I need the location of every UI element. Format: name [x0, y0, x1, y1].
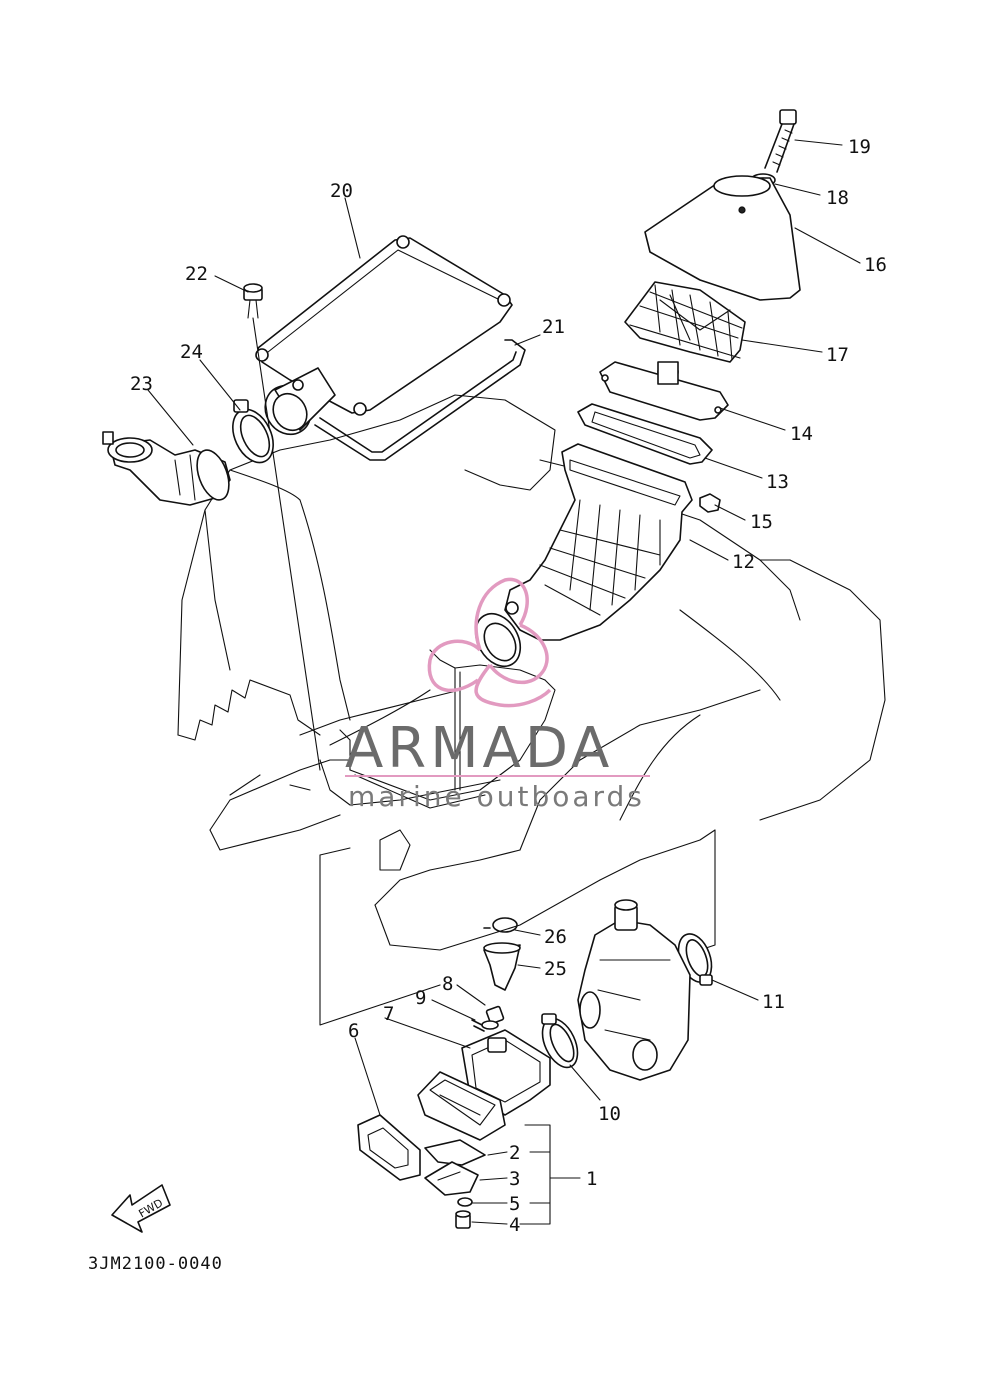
airbox-cover-part: [255, 235, 513, 436]
callout-24: 24: [180, 341, 203, 363]
flange-plate-part-14: [599, 361, 729, 421]
callout-12: 12: [732, 551, 755, 573]
callout-8: 8: [442, 973, 453, 995]
stopper-part-3: [424, 1161, 479, 1196]
cone-cover-part-16: [644, 175, 801, 301]
washer-part-9: [471, 1019, 485, 1032]
callout-13: 13: [766, 471, 789, 493]
armada-watermark: ARMADA marine outboards: [345, 577, 650, 813]
gasket-part-6: [357, 1114, 421, 1181]
callout-3: 3: [509, 1168, 520, 1190]
leader-lines: [147, 139, 861, 1225]
callout-16: 16: [864, 254, 887, 276]
callout-17: 17: [826, 344, 849, 366]
watermark-logo-icon: [427, 577, 552, 708]
reed-block-part: [417, 1071, 506, 1141]
callout-18: 18: [826, 187, 849, 209]
carburetor-part: [577, 899, 691, 1081]
clip-part-26: [483, 917, 518, 933]
diagram-code: 3JM2100-0040: [88, 1254, 223, 1274]
callout-5: 5: [509, 1193, 520, 1215]
gasket-part-13: [577, 403, 713, 465]
bolt-part-22: [243, 283, 321, 771]
screw-part-4: [455, 1210, 471, 1229]
callout-19: 19: [848, 136, 871, 158]
callout-15: 15: [750, 511, 773, 533]
bolt-part-19: [764, 109, 797, 173]
callout-11: 11: [762, 991, 785, 1013]
watermark-tagline: marine outboards: [348, 780, 645, 813]
callout-9: 9: [415, 987, 426, 1009]
intake-duct-part-12: [474, 443, 693, 668]
callout-22: 22: [185, 263, 208, 285]
callout-6: 6: [348, 1020, 359, 1042]
callout-labels: 19 18 16 17 14 13 15 12 20 21 22 24 23 2…: [130, 136, 887, 1236]
nut-part-15: [699, 493, 721, 513]
callout-2: 2: [509, 1142, 520, 1164]
callout-23: 23: [130, 373, 153, 395]
callout-4: 4: [509, 1214, 520, 1236]
callout-26: 26: [544, 926, 567, 948]
callout-14: 14: [790, 423, 813, 445]
callout-25: 25: [544, 958, 567, 980]
clamp-part-24: [232, 399, 274, 464]
intake-elbow-part-23: [102, 431, 231, 506]
fwd-arrow-icon: FWD: [111, 1184, 171, 1233]
airbox-gasket-part: [314, 339, 526, 461]
screw-part-8: [481, 1005, 505, 1030]
clamp-part-10: [541, 1013, 579, 1069]
callout-10: 10: [598, 1103, 621, 1125]
callout-1: 1: [586, 1168, 597, 1190]
callout-21: 21: [542, 316, 565, 338]
watermark-brand: ARMADA: [345, 716, 613, 781]
hose-elbow-part-25: [483, 942, 521, 991]
reed-petal-part-2: [424, 1139, 486, 1166]
filter-cage-part-17: [624, 281, 746, 363]
callout-20: 20: [330, 180, 353, 202]
washer-part-5: [457, 1197, 473, 1207]
callout-7: 7: [383, 1003, 394, 1025]
